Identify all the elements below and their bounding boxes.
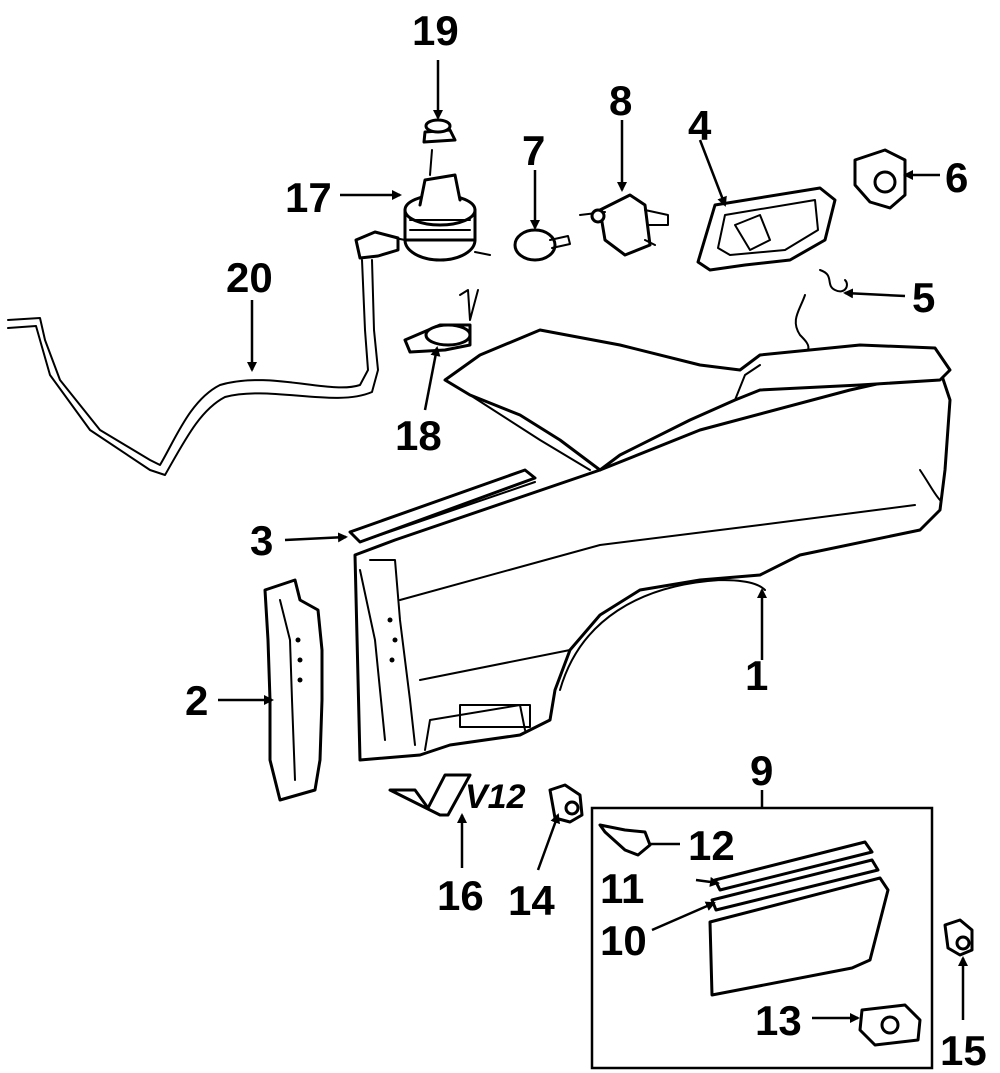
leader-lines bbox=[218, 60, 968, 1023]
lock-actuator bbox=[513, 228, 571, 262]
fuel-door-housing bbox=[696, 186, 837, 272]
molding-fastener bbox=[598, 823, 652, 857]
callout-12: 12 bbox=[688, 822, 735, 869]
callout-4: 4 bbox=[688, 102, 712, 149]
callout-16: 16 bbox=[437, 872, 484, 919]
pump-bracket bbox=[403, 289, 479, 354]
molding-kit-box bbox=[590, 790, 934, 1070]
callout-13: 13 bbox=[755, 997, 802, 1044]
clip-14 bbox=[548, 783, 584, 824]
callout-20: 20 bbox=[226, 254, 273, 301]
callout-8: 8 bbox=[609, 77, 632, 124]
pump-cap bbox=[422, 118, 457, 144]
callout-19: 19 bbox=[412, 7, 459, 54]
callout-labels: 1 2 3 4 5 6 7 8 9 10 11 12 13 14 15 16 1… bbox=[185, 7, 987, 1073]
callout-9: 9 bbox=[750, 747, 773, 794]
callout-7: 7 bbox=[522, 127, 545, 174]
callout-17: 17 bbox=[285, 174, 332, 221]
clip-15 bbox=[943, 918, 974, 957]
molding-clip-13 bbox=[858, 1003, 922, 1047]
callout-1: 1 bbox=[745, 652, 768, 699]
callout-3: 3 bbox=[250, 517, 273, 564]
callout-10: 10 bbox=[600, 917, 647, 964]
callout-15: 15 bbox=[940, 1027, 987, 1073]
v12-emblem: V12 bbox=[388, 773, 526, 817]
callout-11: 11 bbox=[600, 865, 644, 912]
actuator-cap bbox=[853, 148, 907, 210]
callout-14: 14 bbox=[508, 877, 555, 924]
callout-5: 5 bbox=[912, 274, 935, 321]
wire-part bbox=[794, 269, 848, 351]
side-molding bbox=[708, 876, 890, 997]
quarter-panel bbox=[353, 328, 952, 762]
antenna-motor bbox=[579, 193, 669, 257]
callout-6: 6 bbox=[945, 154, 968, 201]
callout-2: 2 bbox=[185, 677, 208, 724]
washer-hose bbox=[7, 230, 400, 476]
fuel-pump bbox=[394, 149, 491, 262]
callout-18: 18 bbox=[395, 412, 442, 459]
emblem-text: V12 bbox=[465, 778, 526, 816]
pillar-reinforcement bbox=[263, 578, 324, 802]
seal-strip bbox=[348, 468, 537, 544]
